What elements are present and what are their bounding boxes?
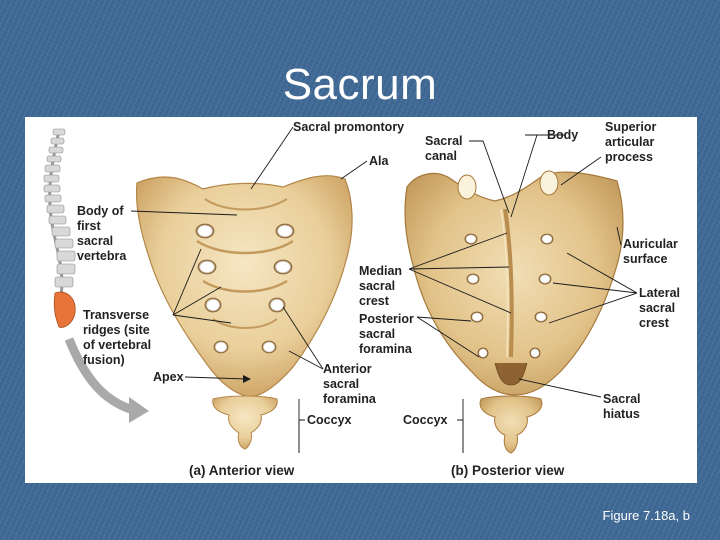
view-label-posterior: (b) Posterior view [451,463,565,478]
label-superior-articular-process: Superior articular process [605,120,660,164]
label-coccyx-posterior: Coccyx [403,413,448,427]
figure-caption: Figure 7.18a, b [602,508,690,523]
label-body-first-sacral-vertebra: Body of first sacral vertebra [77,204,127,263]
sacrum-illustration: Sacral promontory Ala Body of first sacr… [43,120,683,478]
label-lateral-sacral-crest: Lateral sacral crest [639,286,683,330]
label-ala: Ala [369,154,390,168]
label-posterior-sacral-foramina: Posterior sacral foramina [359,312,417,356]
view-label-anterior: (a) Anterior view [189,463,295,478]
label-body: Body [547,128,578,142]
sacrum-highlight [53,291,76,328]
leader-lines [130,126,638,453]
sacrum-anterior [135,175,353,450]
spine-thumbnail [43,128,149,423]
label-auricular-surface: Auricular surface [623,237,681,266]
label-sacral-canal: Sacral canal [425,134,466,163]
arrow-icon [129,397,149,423]
label-apex: Apex [153,370,184,384]
label-sacral-hiatus: Sacral hiatus [603,392,644,421]
label-anterior-sacral-foramina: Anterior sacral foramina [323,362,377,406]
sacrum-posterior [404,170,624,454]
sacrum-figure: Sacral promontory Ala Body of first sacr… [25,117,697,483]
label-sacral-promontory: Sacral promontory [293,120,404,134]
label-coccyx-anterior: Coccyx [307,413,352,427]
slide-title: Sacrum [282,60,438,109]
label-median-sacral-crest: Median sacral crest [359,264,406,308]
label-transverse-ridges: Transverse ridges (site of vertebral fus… [83,308,155,367]
